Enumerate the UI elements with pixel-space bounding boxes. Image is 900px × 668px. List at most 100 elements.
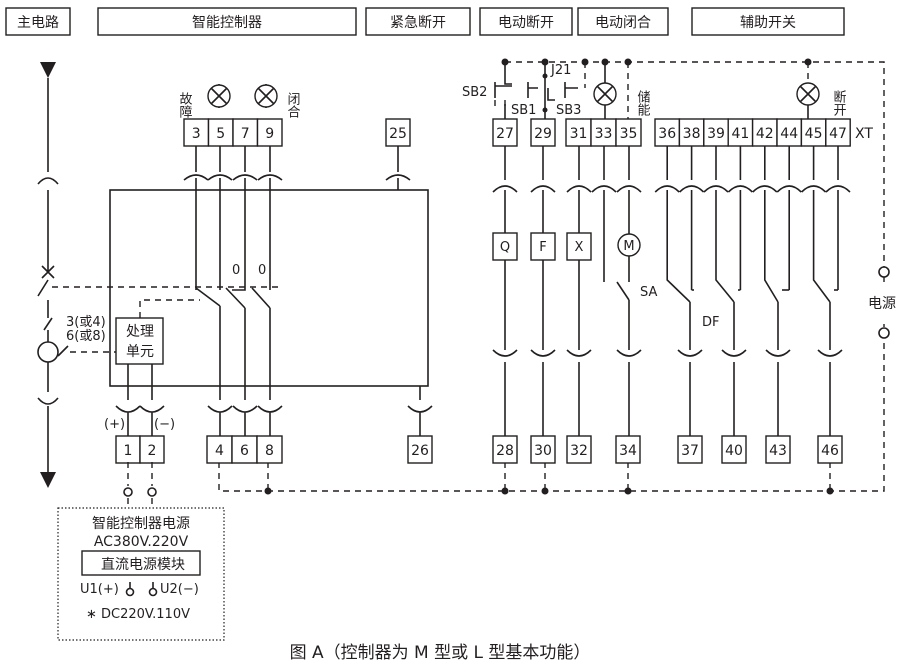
terminal-number: 4 — [215, 443, 224, 459]
sa-label: SA — [640, 285, 657, 300]
header-main-circuit: 主电路 — [17, 15, 59, 31]
main-circuit: 3(或4) 6(或8) — [37, 62, 278, 488]
power-terminal-top — [878, 266, 890, 278]
terminal: 4 — [206, 435, 233, 464]
terminal: 1 — [115, 435, 141, 464]
lamp-fault-label: 故障 — [177, 92, 193, 118]
terminal-number: 32 — [570, 443, 588, 459]
terminal-number: 31 — [570, 126, 588, 142]
terminal-number: 44 — [780, 126, 798, 142]
junction-dot — [581, 58, 589, 66]
junction-dot — [501, 58, 509, 66]
header-aux-switch-box — [691, 7, 845, 36]
dc-module-label: 直流电源模块 — [101, 556, 185, 573]
terminal: 8 — [256, 435, 283, 464]
coil-q-label: Q — [500, 240, 510, 255]
terminal-number: 5 — [216, 126, 225, 142]
terminal-number: 43 — [769, 443, 787, 459]
terminal: 46 — [817, 435, 843, 464]
terminal: 33 — [590, 118, 617, 147]
terminal: 2 — [139, 435, 165, 464]
terminal: 47 — [825, 118, 851, 147]
coil-q — [492, 232, 518, 261]
junction-dot — [624, 58, 632, 66]
minus-label: (−) — [154, 417, 175, 432]
terminal: 25 — [385, 118, 411, 147]
zero-label-1: 0 — [232, 263, 240, 278]
terminal-number: 7 — [241, 126, 250, 142]
terminal: 40 — [721, 435, 747, 464]
terminal: 44 — [776, 118, 803, 147]
right-wiring — [492, 146, 851, 436]
terminal: 35 — [615, 118, 642, 147]
terminal-number: 9 — [265, 126, 274, 142]
header-electric-open: 电动断开 — [498, 15, 554, 31]
controller-power-box — [57, 507, 225, 641]
terminal: 7 — [232, 118, 259, 147]
dc-module-box — [81, 550, 201, 576]
terminal-number: 6 — [240, 443, 249, 459]
terminal-number: 41 — [731, 126, 749, 142]
header-electric-close-box — [577, 7, 669, 36]
junction-dot — [601, 58, 609, 66]
lamp-charge — [593, 62, 617, 119]
terminal: 9 — [256, 118, 283, 147]
terminal-number: 35 — [620, 126, 638, 142]
header-sections: 主电路 智能控制器 紧急断开 电动断开 电动闭合 辅助开关 — [5, 7, 845, 36]
terminal: 30 — [530, 435, 556, 464]
sb2-label: SB2 — [462, 85, 487, 100]
motor-m — [617, 233, 641, 257]
header-controller: 智能控制器 — [192, 15, 262, 31]
dashed-bus — [218, 61, 885, 492]
terminal-number: 37 — [681, 443, 699, 459]
terminal-number: 33 — [595, 126, 613, 142]
terminal: 41 — [727, 118, 754, 147]
terminal-number: 27 — [496, 126, 514, 142]
terminal: 5 — [207, 118, 234, 147]
lamp-fault — [207, 84, 231, 108]
header-main-circuit-box — [5, 7, 71, 36]
lamp-open — [796, 62, 820, 119]
lamp-close — [254, 84, 278, 108]
junction-dot — [826, 487, 834, 495]
terminal-number: 8 — [265, 443, 274, 459]
terminal-number: 45 — [805, 126, 823, 142]
junction-dot — [264, 487, 272, 495]
junction-dot — [541, 487, 549, 495]
terminal-number: 46 — [821, 443, 839, 459]
processing-unit — [115, 317, 164, 365]
u2-label: U2(−) — [160, 582, 199, 597]
terminal-number: 40 — [725, 443, 743, 459]
terminal-number: 30 — [534, 443, 552, 459]
terminal-number: 39 — [707, 126, 725, 142]
sb3-label: SB3 — [556, 103, 581, 118]
header-controller-box — [97, 7, 357, 36]
terminal: 45 — [800, 118, 827, 147]
controller-wiring — [115, 84, 433, 436]
power-source-label: 电源 — [868, 296, 896, 312]
df-label: DF — [702, 315, 720, 330]
power-box-title: 智能控制器电源 — [92, 516, 190, 532]
terminal-number: 38 — [683, 126, 701, 142]
lamp-open-label: 断开 — [831, 90, 847, 116]
power-terminal-bottom — [878, 327, 890, 339]
xt-label: XT — [855, 126, 873, 142]
lamp-charge-label: 储能 — [635, 90, 651, 116]
junction-dot — [501, 487, 509, 495]
terminal-number: 42 — [756, 126, 774, 142]
terminal-number: 36 — [658, 126, 676, 142]
terminal-number: 47 — [829, 126, 847, 142]
terminal: 37 — [677, 435, 703, 464]
current-transformer — [37, 341, 59, 363]
coil-f — [530, 232, 556, 261]
processing-unit-line2: 单元 — [126, 344, 154, 360]
terminal: 3 — [183, 118, 210, 147]
main-bottom-arrow-icon — [40, 472, 56, 488]
coil-f-label: F — [539, 240, 546, 255]
u1-label: U1(+) — [80, 582, 119, 597]
motor-m-label: M — [623, 239, 634, 254]
controller-box — [109, 189, 429, 387]
terminal-number: 1 — [124, 443, 133, 459]
zero-label-2: 0 — [258, 263, 266, 278]
